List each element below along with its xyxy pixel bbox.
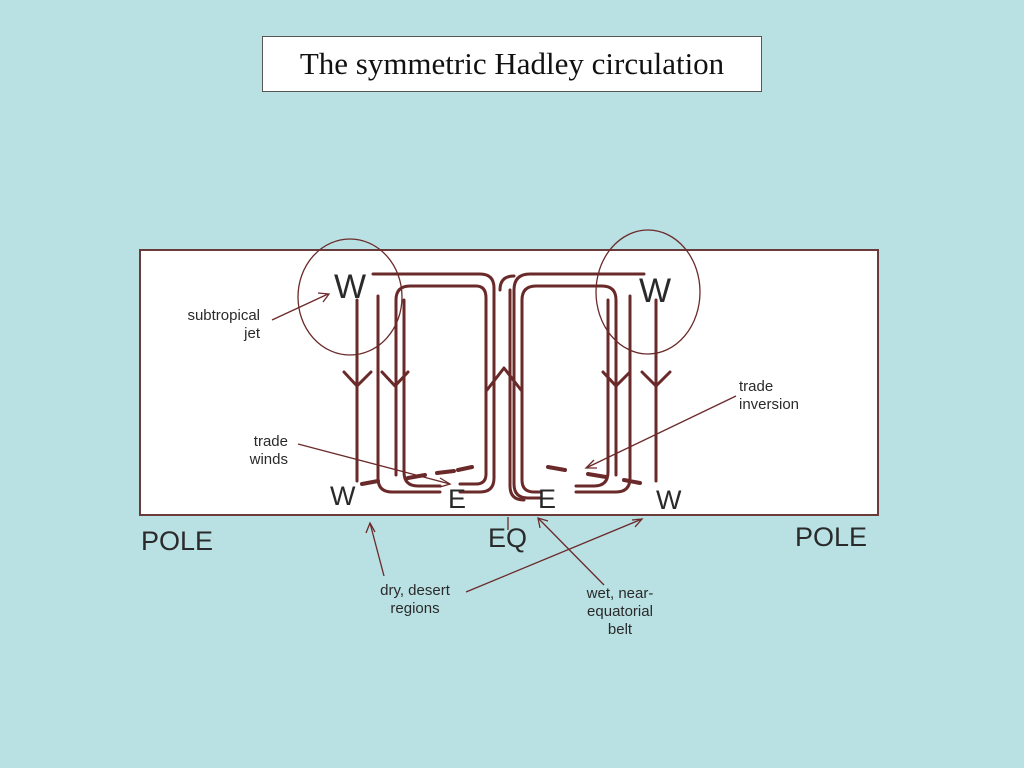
label-e-right: E — [538, 484, 557, 514]
left-cell-outer — [498, 274, 516, 292]
annotation-trade-winds: trade winds — [249, 433, 288, 468]
dry-pointer-2 — [465, 518, 643, 593]
label-pole-right: POLE — [795, 522, 868, 552]
dry-pointer-1-head — [365, 521, 376, 534]
wet-pointer-head — [537, 517, 549, 529]
dry-pointer-2-head — [631, 518, 644, 528]
title-box: The symmetric Hadley circulation — [262, 36, 762, 92]
right-cell-lower — [574, 294, 632, 494]
trade-winds-pointer-head — [439, 477, 452, 488]
label-w-bottom-right: W — [656, 485, 682, 515]
descent-arrow-right-outer — [640, 370, 672, 388]
dry-pointer-1 — [369, 522, 385, 577]
right-cell-inner — [520, 284, 618, 494]
diagram-title: The symmetric Hadley circulation — [299, 46, 725, 81]
right-cell-upper — [512, 272, 646, 500]
annotation-subtropical-jet: subtropical jet — [187, 307, 260, 342]
label-w-bottom-left: W — [330, 481, 356, 511]
right-cell-inner2 — [574, 298, 610, 488]
wet-pointer — [537, 517, 605, 586]
label-w-top-left: W — [334, 268, 367, 306]
right-cell-outer — [508, 288, 526, 502]
inversion-pointer — [585, 395, 737, 469]
jet-pointer-head — [317, 292, 331, 303]
annotation-wet-belt: wet, near- equatorial belt — [586, 585, 654, 638]
label-e-left: E — [448, 484, 467, 514]
descent-arrow-left-outer — [342, 370, 373, 388]
descent-arrow-right-inner — [601, 370, 632, 388]
left-cell-inner — [394, 284, 488, 486]
annotation-dry-desert: dry, desert regions — [380, 582, 450, 617]
annotation-trade-inversion: trade inversion — [739, 378, 800, 413]
trade-inversion-dashes — [360, 465, 642, 486]
inversion-pointer-head — [584, 459, 597, 469]
label-eq: EQ — [488, 523, 528, 553]
trade-winds-pointer — [297, 443, 451, 485]
jet-pointer — [271, 293, 329, 321]
jet-circle-right — [595, 229, 701, 355]
left-cell-lower — [376, 294, 442, 494]
label-pole-left: POLE — [141, 526, 214, 556]
jet-circle-left — [297, 238, 403, 356]
label-w-top-right: W — [639, 272, 672, 310]
